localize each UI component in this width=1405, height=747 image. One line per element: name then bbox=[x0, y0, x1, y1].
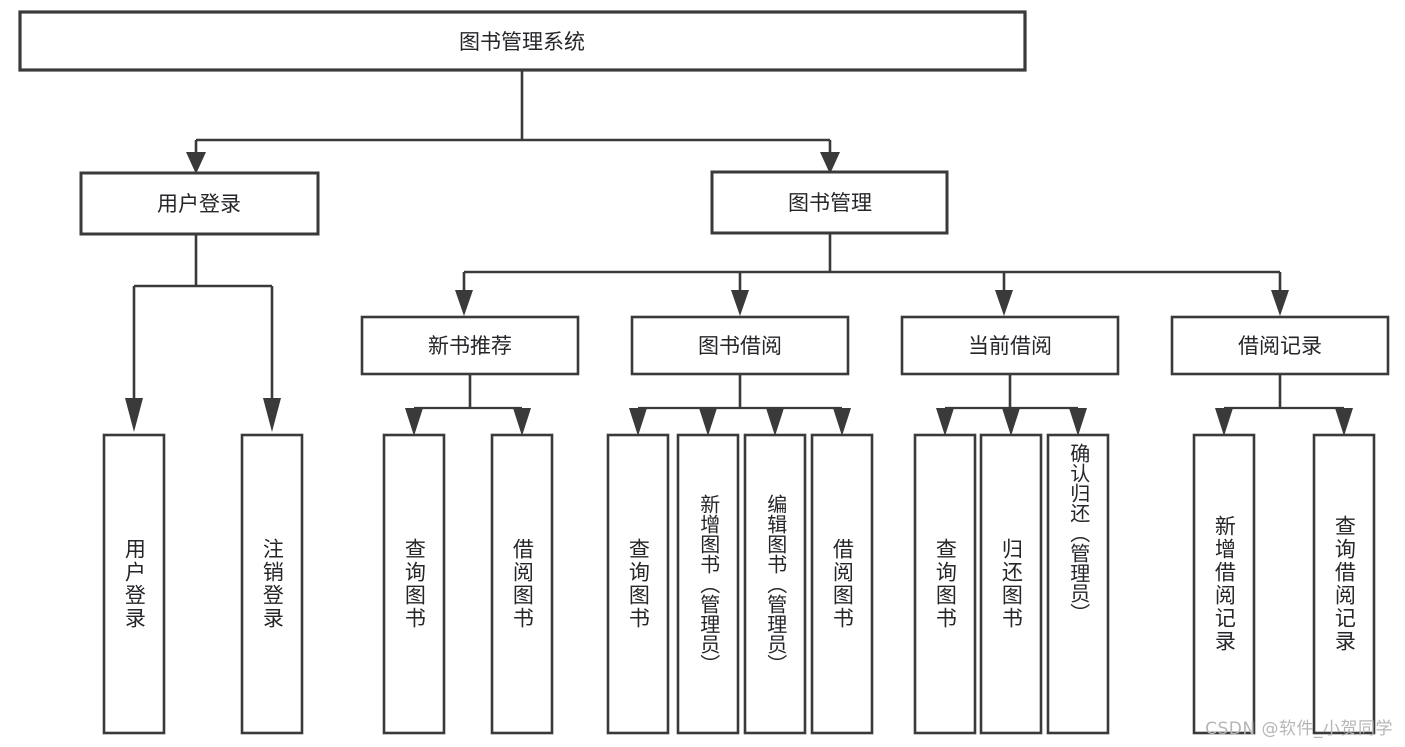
node-leaf-borrow-book-2[interactable] bbox=[810, 433, 874, 735]
arrow-leaf-borrow-book-2 bbox=[833, 408, 851, 436]
arrow-current-borrow bbox=[995, 290, 1013, 316]
node-root-label: 图书管理系统 bbox=[459, 30, 585, 54]
watermark-text: CSDN @软件_小贺同学 bbox=[1205, 719, 1393, 739]
arrow-leaf-user-logout bbox=[263, 398, 281, 432]
arrow-leaf-query-book-3 bbox=[936, 408, 954, 436]
node-leaf-query-record[interactable] bbox=[1312, 433, 1376, 735]
arrow-borrow-record bbox=[1271, 290, 1289, 316]
node-leaf-query-book-3[interactable] bbox=[913, 433, 977, 735]
arrow-leaf-add-book bbox=[699, 408, 717, 436]
arrow-leaf-return-book bbox=[1002, 408, 1020, 436]
node-leaf-query-book-2[interactable] bbox=[606, 433, 670, 735]
node-user-login-label: 用户登录 bbox=[157, 192, 241, 216]
node-new-book-recommend-label: 新书推荐 bbox=[428, 334, 512, 358]
arrow-leaf-confirm-return bbox=[1069, 408, 1087, 436]
arrow-user-login bbox=[186, 152, 206, 174]
node-leaf-borrow-book-1[interactable] bbox=[490, 433, 554, 735]
node-leaf-add-record[interactable] bbox=[1192, 433, 1256, 735]
arrow-book-management bbox=[820, 152, 840, 174]
node-leaf-user-logout[interactable] bbox=[240, 433, 304, 735]
node-book-management[interactable] bbox=[710, 170, 949, 235]
node-book-management-label: 图书管理 bbox=[788, 191, 872, 215]
arrow-leaf-edit-book bbox=[766, 408, 784, 436]
arrow-leaf-query-book-1 bbox=[405, 408, 423, 436]
node-leaf-confirm-return[interactable] bbox=[1046, 433, 1110, 735]
arrow-leaf-user-login bbox=[125, 398, 143, 432]
arrow-new-book-recommend bbox=[455, 290, 473, 316]
node-root[interactable] bbox=[18, 10, 1027, 72]
arrow-leaf-add-record bbox=[1215, 408, 1233, 436]
node-new-book-recommend[interactable] bbox=[360, 315, 580, 376]
node-current-borrow[interactable] bbox=[900, 315, 1120, 376]
node-borrow-record[interactable] bbox=[1170, 315, 1390, 376]
node-book-borrow-label: 图书借阅 bbox=[698, 334, 782, 358]
arrow-book-borrow bbox=[731, 290, 749, 316]
connector-layer bbox=[125, 70, 1353, 436]
node-leaf-add-book[interactable] bbox=[676, 433, 740, 735]
node-book-borrow[interactable] bbox=[630, 315, 850, 376]
node-user-login[interactable] bbox=[79, 171, 320, 236]
node-current-borrow-label: 当前借阅 bbox=[968, 334, 1052, 358]
node-leaf-user-login[interactable] bbox=[102, 433, 166, 735]
arrow-leaf-query-book-2 bbox=[629, 408, 647, 436]
arrow-leaf-query-record bbox=[1335, 408, 1353, 436]
node-leaf-query-book-1[interactable] bbox=[382, 433, 446, 735]
node-layer: 图书管理系统 用户登录 图书管理 新书推荐 图书借阅 当前借阅 借阅记录 bbox=[18, 10, 1390, 735]
node-leaf-return-book[interactable] bbox=[979, 433, 1043, 735]
node-leaf-edit-book[interactable] bbox=[743, 433, 807, 735]
arrow-leaf-borrow-book-1 bbox=[513, 408, 531, 436]
node-borrow-record-label: 借阅记录 bbox=[1238, 334, 1322, 358]
